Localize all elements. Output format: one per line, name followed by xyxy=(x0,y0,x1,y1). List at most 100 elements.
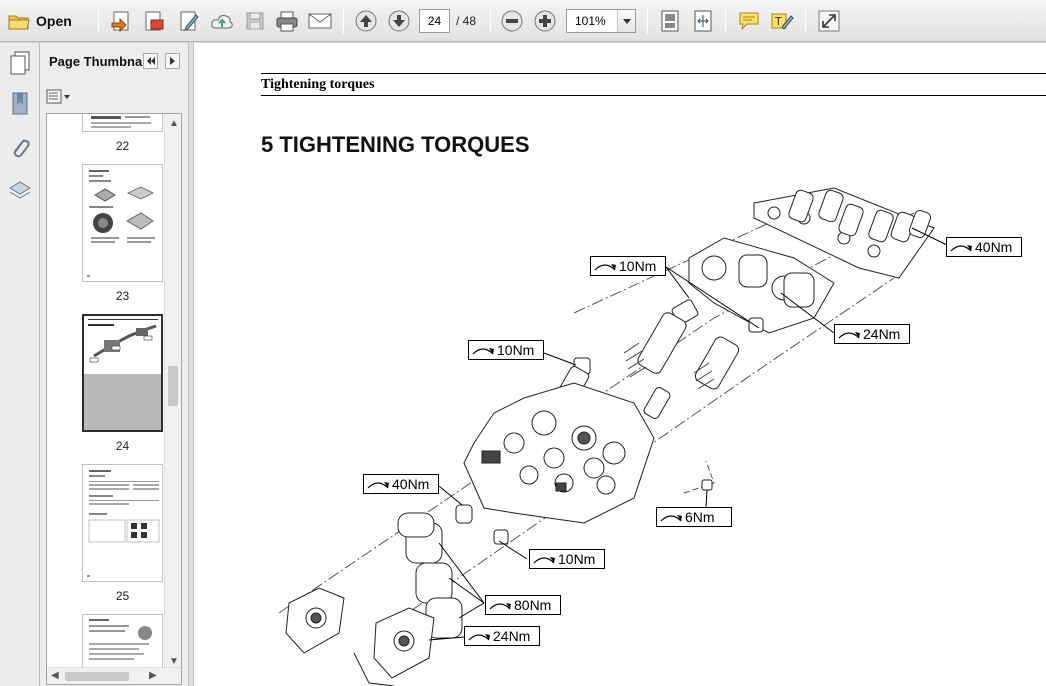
printer-icon xyxy=(276,11,298,32)
export-pdf-button[interactable] xyxy=(141,9,167,33)
highlight-text-button[interactable]: T xyxy=(769,9,795,33)
scroll-left-arrow-icon[interactable]: ◀ xyxy=(51,670,59,681)
layers-panel-button[interactable] xyxy=(6,177,34,205)
torque-value: 40Nm xyxy=(392,476,430,492)
open-label: Open xyxy=(36,13,72,29)
chevron-down-icon[interactable] xyxy=(617,10,635,32)
svg-text:T: T xyxy=(774,15,782,28)
torque-value: 24Nm xyxy=(863,326,901,342)
torque-wrench-icon xyxy=(660,515,682,522)
zoom-value: 101% xyxy=(575,14,606,28)
torque-value: 24Nm xyxy=(493,628,531,644)
chevron-right-icon xyxy=(170,57,175,65)
zoom-out-button[interactable] xyxy=(499,9,525,33)
attachments-panel-button[interactable] xyxy=(6,134,34,162)
save-icon xyxy=(246,12,264,30)
minus-circle-icon xyxy=(501,10,523,32)
navigation-rail xyxy=(0,43,40,686)
upload-button[interactable] xyxy=(209,9,235,33)
scroll-down-arrow-icon[interactable]: ▼ xyxy=(169,656,179,667)
vertical-scrollbar[interactable]: ▲ ▼ xyxy=(164,114,181,669)
comment-button[interactable] xyxy=(736,9,762,33)
envelope-icon xyxy=(308,13,332,29)
page-preview xyxy=(91,116,151,128)
zoom-in-button[interactable] xyxy=(532,9,558,33)
pages-icon xyxy=(10,51,30,75)
save-button[interactable] xyxy=(242,9,268,33)
torque-value: 40Nm xyxy=(975,239,1013,255)
panel-splitter[interactable] xyxy=(188,43,194,686)
arrow-up-circle-icon xyxy=(355,10,377,32)
layers-icon xyxy=(9,181,31,199)
thumbnail-page-22[interactable] xyxy=(82,114,163,132)
header-rule xyxy=(261,73,1046,74)
page-preview xyxy=(87,470,160,577)
zoom-select[interactable]: 101% xyxy=(566,9,636,33)
horizontal-scrollbar[interactable]: ◀ ▶ xyxy=(47,667,181,684)
thumbnail-label: 22 xyxy=(115,139,130,153)
fit-page-button[interactable] xyxy=(657,9,683,33)
create-pdf-button[interactable] xyxy=(108,9,134,33)
torque-value: 6Nm xyxy=(685,509,715,525)
torque-label: 6Nm xyxy=(656,507,732,527)
expand-panel-button[interactable] xyxy=(165,53,180,69)
thumbnail-label: 25 xyxy=(115,589,130,603)
torque-label: 40Nm xyxy=(363,474,439,494)
pdf-convert-icon xyxy=(145,11,164,31)
header-rule xyxy=(261,95,1046,96)
paperclip-icon xyxy=(13,139,30,158)
fit-width-icon xyxy=(694,10,712,32)
edit-document-icon xyxy=(180,11,199,31)
next-page-button[interactable] xyxy=(386,9,412,33)
page-number-input[interactable]: 24 xyxy=(419,9,450,33)
highlighter-icon: T xyxy=(771,13,794,30)
torque-wrench-icon xyxy=(472,348,494,355)
torque-label: 24Nm xyxy=(464,626,540,646)
full-screen-button[interactable] xyxy=(816,9,842,33)
torque-wrench-icon xyxy=(950,245,972,252)
scrollbar-thumb[interactable] xyxy=(65,672,129,681)
torque-label: 10Nm xyxy=(529,549,605,569)
torque-wrench-icon xyxy=(838,332,860,339)
torque-wrench-icon xyxy=(533,557,555,564)
scroll-right-arrow-icon[interactable]: ▶ xyxy=(149,670,157,681)
exploded-view-diagram xyxy=(278,187,950,686)
scroll-up-arrow-icon[interactable]: ▲ xyxy=(169,118,179,129)
thumbnail-page-26[interactable] xyxy=(82,614,163,674)
torque-value: 80Nm xyxy=(514,597,552,613)
email-button[interactable] xyxy=(306,9,334,33)
arrow-down-circle-icon xyxy=(388,10,410,32)
speech-bubble-icon xyxy=(739,12,759,31)
pages-panel-button[interactable] xyxy=(6,49,34,77)
fit-width-button[interactable] xyxy=(690,9,716,33)
double-chevron-left-icon xyxy=(147,57,155,65)
page-header: Tightening torques xyxy=(261,77,375,92)
thumbnail-page-23[interactable] xyxy=(82,164,163,282)
bookmark-icon xyxy=(12,92,28,115)
page-preview xyxy=(89,619,152,660)
page-total: / 48 xyxy=(456,14,477,28)
open-button[interactable]: Open xyxy=(8,9,82,33)
torque-wrench-icon xyxy=(489,603,511,610)
scrollbar-thumb[interactable] xyxy=(168,366,178,406)
page-thumbnails-panel: Page Thumbna... 22 xyxy=(40,43,188,686)
thumbnail-options-button[interactable] xyxy=(46,89,72,105)
cloud-upload-icon xyxy=(211,15,233,29)
thumbnail-list[interactable]: 22 23 xyxy=(46,113,182,685)
torque-label: 10Nm xyxy=(468,340,544,360)
document-view[interactable]: Tightening torques 5 TIGHTENING TORQUES xyxy=(194,43,1046,686)
panel-title: Page Thumbna... xyxy=(49,54,154,69)
edit-button[interactable] xyxy=(176,9,202,33)
folder-icon xyxy=(8,15,30,30)
collapse-panel-button[interactable] xyxy=(143,53,158,69)
torque-label: 80Nm xyxy=(485,595,561,615)
previous-page-button[interactable] xyxy=(353,9,379,33)
thumbnail-label: 23 xyxy=(115,289,130,303)
bookmarks-panel-button[interactable] xyxy=(6,90,34,118)
fit-page-icon xyxy=(661,10,679,32)
thumbnail-page-24[interactable] xyxy=(82,314,163,432)
torque-value: 10Nm xyxy=(558,551,596,567)
torque-wrench-icon xyxy=(468,634,490,641)
print-button[interactable] xyxy=(273,9,301,33)
thumbnail-page-25[interactable] xyxy=(82,464,163,582)
